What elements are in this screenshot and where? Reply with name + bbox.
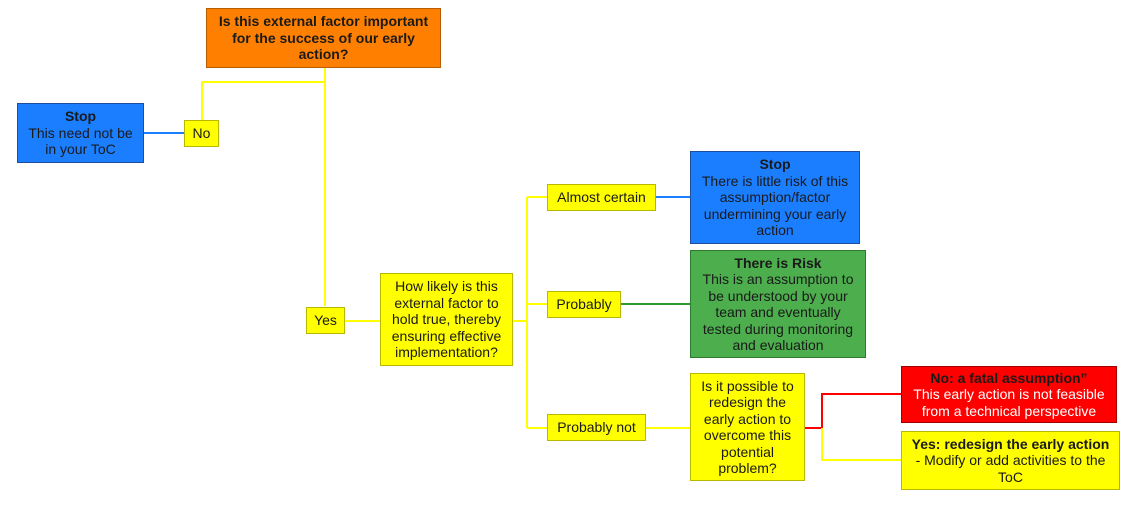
node-yes-label: Yes bbox=[314, 312, 337, 329]
node-fatal-title: No: a fatal assumption” bbox=[930, 369, 1088, 386]
node-no: No bbox=[184, 120, 219, 147]
node-question-important-title: Is this external factor important for th… bbox=[218, 13, 429, 63]
connector-question-to-no bbox=[201, 68, 326, 120]
node-almost-certain-label: Almost certain bbox=[557, 189, 646, 206]
node-there-is-risk: There is Risk This is an assumption to b… bbox=[690, 250, 866, 358]
node-there-is-risk-text: This is an assumption to be understood b… bbox=[702, 271, 854, 353]
node-probably-label: Probably bbox=[556, 296, 612, 313]
node-almost-certain: Almost certain bbox=[547, 184, 656, 211]
node-question-redesign: Is it possible to redesign the early act… bbox=[690, 373, 805, 481]
node-fatal-text: This early action is not feasible from a… bbox=[913, 386, 1105, 419]
node-question-likely-text: How likely is this external factor to ho… bbox=[391, 278, 502, 361]
node-redesign-text: - Modify or add activities to the ToC bbox=[915, 452, 1106, 485]
node-question-important: Is this external factor important for th… bbox=[206, 8, 441, 68]
node-stop-need-text: This need not be in your ToC bbox=[28, 124, 133, 158]
node-probably-not-label: Probably not bbox=[557, 419, 636, 436]
node-yes: Yes bbox=[306, 307, 345, 334]
connector-redesign-question-to-fatal bbox=[805, 393, 901, 429]
node-stop-little-risk: Stop There is little risk of this assump… bbox=[690, 151, 860, 244]
node-redesign: Yes: redesign the early action - Modify … bbox=[901, 431, 1120, 490]
node-redesign-title: Yes: redesign the early action bbox=[911, 435, 1110, 452]
node-no-label: No bbox=[192, 125, 211, 142]
node-stop-little-risk-text: There is little risk of this assumption/… bbox=[701, 172, 849, 239]
node-probably: Probably bbox=[547, 291, 621, 318]
node-question-likely: How likely is this external factor to ho… bbox=[380, 273, 513, 366]
node-question-redesign-text: Is it possible to redesign the early act… bbox=[701, 377, 794, 477]
node-stop-little-risk-title: Stop bbox=[759, 156, 791, 173]
connector-redesign-question-to-redesign bbox=[821, 428, 901, 461]
node-probably-not: Probably not bbox=[547, 414, 646, 441]
node-fatal: No: a fatal assumption” This early actio… bbox=[901, 366, 1117, 423]
node-stop-need: Stop This need not be in your ToC bbox=[17, 103, 144, 163]
node-there-is-risk-title: There is Risk bbox=[734, 254, 822, 271]
node-stop-need-title: Stop bbox=[64, 108, 97, 125]
